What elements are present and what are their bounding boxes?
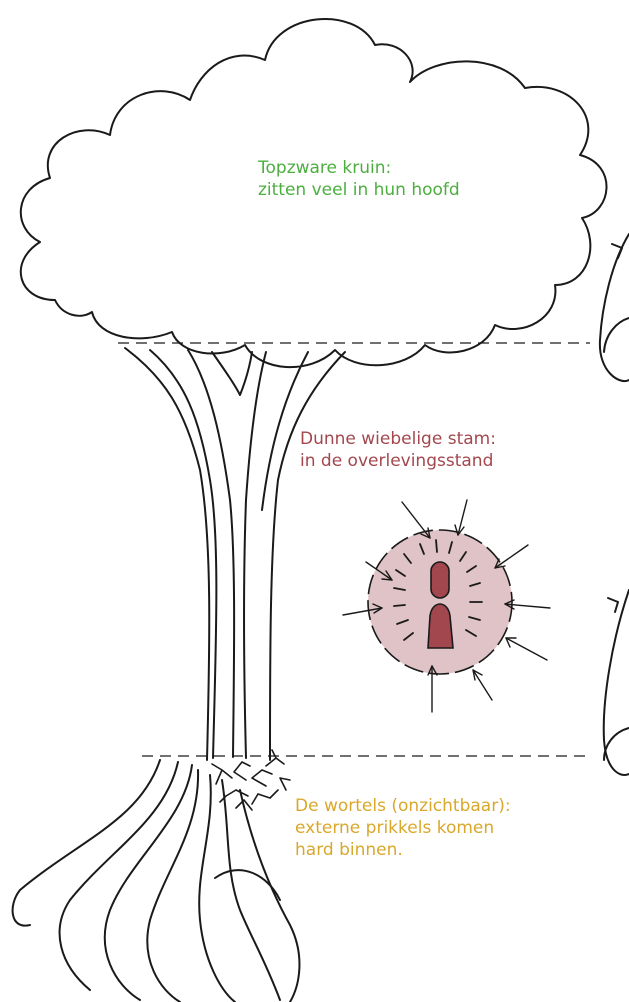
roots-label-line1: De wortels (onzichtbaar):: [295, 795, 511, 817]
trunk-right-edge: [270, 352, 345, 760]
root: [199, 775, 235, 1002]
trunk-strand: [188, 350, 234, 757]
trunk-left-edge: [125, 348, 209, 760]
side-curve: [604, 728, 629, 760]
trunk-label-line1: Dunne wiebelige stam:: [300, 428, 496, 450]
roots-label-line3: hard binnen.: [295, 839, 511, 861]
side-arrow-icon: [612, 244, 622, 258]
root: [105, 765, 192, 1000]
roots-label: De wortels (onzichtbaar): externe prikke…: [295, 795, 511, 861]
root: [60, 762, 178, 990]
side-curve: [600, 234, 629, 381]
trunk-strand: [212, 352, 252, 395]
stress-symbol: [343, 500, 550, 712]
crown-label-line1: Topzware kruin:: [258, 157, 460, 179]
roots-label-line2: externe prikkels komen: [295, 817, 511, 839]
trunk-strand: [244, 352, 266, 758]
trunk-label: Dunne wiebelige stam: in de overlevingss…: [300, 428, 496, 472]
root: [13, 760, 160, 926]
root: [240, 790, 299, 1002]
trunk-strand: [150, 350, 216, 758]
root: [215, 870, 280, 900]
crown-label-line2: zitten veel in hun hoofd: [258, 179, 460, 201]
root: [222, 780, 280, 1000]
side-arrow-icon: [608, 598, 618, 612]
trunk-label-line2: in de overlevingsstand: [300, 450, 496, 472]
crown-label: Topzware kruin: zitten veel in hun hoofd: [258, 157, 460, 201]
root: [147, 770, 198, 1002]
side-curve: [604, 318, 629, 352]
